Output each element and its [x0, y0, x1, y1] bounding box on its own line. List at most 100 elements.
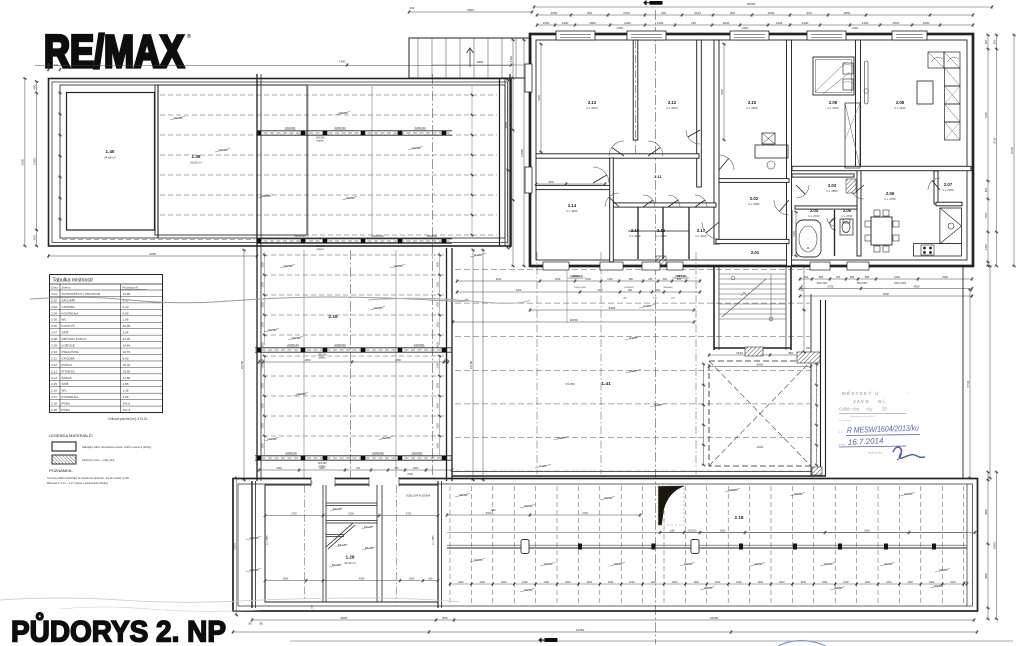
svg-text:4,99: 4,99 [123, 311, 129, 315]
svg-text:5400: 5400 [538, 95, 541, 101]
svg-text:1000: 1000 [736, 581, 742, 584]
svg-text:100/120: 100/120 [544, 563, 553, 566]
svg-text:650: 650 [648, 278, 653, 281]
svg-text:2.06: 2.06 [886, 191, 895, 196]
svg-text:IPE 140: IPE 140 [338, 544, 347, 547]
svg-text:IPE 140: IPE 140 [364, 526, 373, 529]
svg-text:3800: 3800 [984, 509, 988, 515]
svg-text:2750: 2750 [793, 231, 796, 237]
svg-text:1650: 1650 [543, 21, 550, 25]
svg-text:ŠATNA: ŠATNA [62, 375, 73, 380]
svg-text:2.05: 2.05 [843, 208, 852, 213]
svg-text:8730: 8730 [992, 137, 996, 143]
svg-text:2.08: 2.08 [896, 100, 905, 105]
svg-text:4800: 4800 [477, 60, 484, 64]
svg-text:k.v. 3850: k.v. 3850 [267, 535, 269, 545]
svg-text:120/140: 120/140 [283, 264, 293, 268]
svg-text:SPÍŽ: SPÍŽ [62, 330, 69, 335]
svg-text:ze dne: ze dne [838, 444, 846, 447]
svg-text:k.v. 3350: k.v. 3350 [749, 202, 760, 206]
svg-text:2.10: 2.10 [51, 350, 57, 354]
svg-text:2.14: 2.14 [51, 376, 57, 380]
svg-text:44,00 m²: 44,00 m² [344, 561, 356, 565]
svg-text:Jméno: Jméno [62, 286, 71, 290]
svg-text:2400: 2400 [624, 21, 631, 25]
svg-text:800: 800 [677, 278, 682, 281]
svg-text:razítko/podpis: razítko/podpis [868, 452, 883, 455]
svg-text:1000: 1000 [437, 423, 440, 429]
svg-text:850: 850 [865, 275, 870, 279]
svg-text:IPE 140: IPE 140 [333, 508, 342, 511]
svg-text:JAVO: JAVO [853, 399, 870, 404]
svg-text:1845: 1845 [319, 467, 325, 470]
svg-text:1000: 1000 [758, 581, 764, 584]
svg-text:120/140: 120/140 [381, 436, 391, 440]
svg-text:6150: 6150 [984, 112, 988, 118]
svg-text:8300: 8300 [609, 306, 616, 310]
svg-text:650(1050): 650(1050) [857, 283, 868, 285]
svg-text:1000: 1000 [693, 581, 699, 584]
svg-text:1400: 1400 [862, 21, 869, 25]
svg-text:3600: 3600 [589, 21, 596, 25]
svg-text:3070: 3070 [800, 284, 804, 291]
svg-text:k.v. 2740: k.v. 2740 [809, 214, 820, 218]
svg-text:100/120: 100/120 [604, 497, 613, 500]
svg-text:2.15: 2.15 [51, 382, 57, 386]
svg-text:1000: 1000 [929, 581, 935, 584]
svg-text:2750: 2750 [828, 284, 834, 288]
svg-text:1300: 1300 [585, 278, 591, 281]
svg-text:HEB 200: HEB 200 [570, 275, 581, 278]
svg-text:163/200: 163/200 [285, 126, 296, 130]
svg-text:PŮDA: PŮDA [62, 401, 72, 406]
svg-text:2.11: 2.11 [654, 174, 662, 179]
svg-text:1000: 1000 [522, 581, 528, 584]
svg-text:OBÝVACÍ POKOJ: OBÝVACÍ POKOJ [62, 337, 87, 341]
svg-text:8600: 8600 [992, 542, 996, 549]
svg-text:1000: 1000 [437, 262, 440, 268]
svg-text:500: 500 [804, 275, 809, 279]
svg-text:650: 650 [311, 604, 313, 608]
svg-text:2190: 2190 [802, 21, 809, 25]
svg-text:24,86 m²: 24,86 m² [104, 156, 116, 160]
svg-text:(430/650): (430/650) [624, 287, 634, 289]
svg-text:10700: 10700 [240, 360, 244, 369]
svg-text:3800: 3800 [984, 573, 988, 579]
svg-text:OCELOVÁ PLOŠINA: OCELOVÁ PLOŠINA [406, 493, 431, 498]
svg-text:1000: 1000 [608, 581, 614, 584]
svg-text:1000: 1000 [437, 443, 440, 449]
svg-text:600: 600 [984, 39, 988, 44]
svg-text:160/200: 160/200 [412, 451, 423, 455]
svg-text:1000: 1000 [262, 282, 265, 288]
svg-text:3600: 3600 [723, 21, 730, 25]
svg-text:1000: 1000 [565, 581, 571, 584]
svg-text:1350: 1350 [984, 244, 988, 250]
svg-text:(1050): (1050) [852, 28, 859, 30]
svg-text:120/140: 120/140 [411, 146, 421, 150]
svg-text:2.04: 2.04 [810, 208, 819, 213]
svg-text:760: 760 [394, 467, 399, 470]
svg-text:120/140: 120/140 [218, 148, 228, 152]
svg-text:2.01: 2.01 [51, 292, 57, 296]
svg-text:1000: 1000 [262, 403, 265, 409]
svg-text:4250: 4250 [305, 358, 311, 362]
svg-text:120/140: 120/140 [291, 336, 301, 340]
svg-text:650: 650 [428, 578, 433, 581]
svg-text:IPE 220: IPE 220 [332, 564, 341, 567]
svg-text:8730: 8730 [966, 380, 970, 387]
svg-text:MĚSTSKÝ Ú: MĚSTSKÝ Ú [842, 389, 880, 396]
svg-text:2x80/160: 2x80/160 [334, 126, 346, 130]
svg-text:30,02 m²: 30,02 m² [190, 161, 202, 165]
svg-text:2.02: 2.02 [51, 298, 57, 302]
svg-text:1000: 1000 [437, 403, 440, 409]
svg-text:2x80/140: 2x80/140 [287, 343, 299, 347]
svg-text:1,38: 1,38 [123, 389, 129, 393]
svg-text:900: 900 [656, 289, 661, 292]
svg-text:Odběr výst: Odběr výst [839, 407, 860, 412]
svg-text:NÍ.: NÍ. [878, 397, 887, 404]
svg-text:141,6: 141,6 [123, 402, 131, 406]
svg-text:2.17: 2.17 [697, 228, 706, 233]
svg-text:2950: 2950 [942, 275, 948, 279]
svg-text:1000: 1000 [262, 443, 265, 449]
svg-text:vzpěra: vzpěra [316, 140, 324, 143]
svg-text:4250: 4250 [395, 358, 401, 362]
